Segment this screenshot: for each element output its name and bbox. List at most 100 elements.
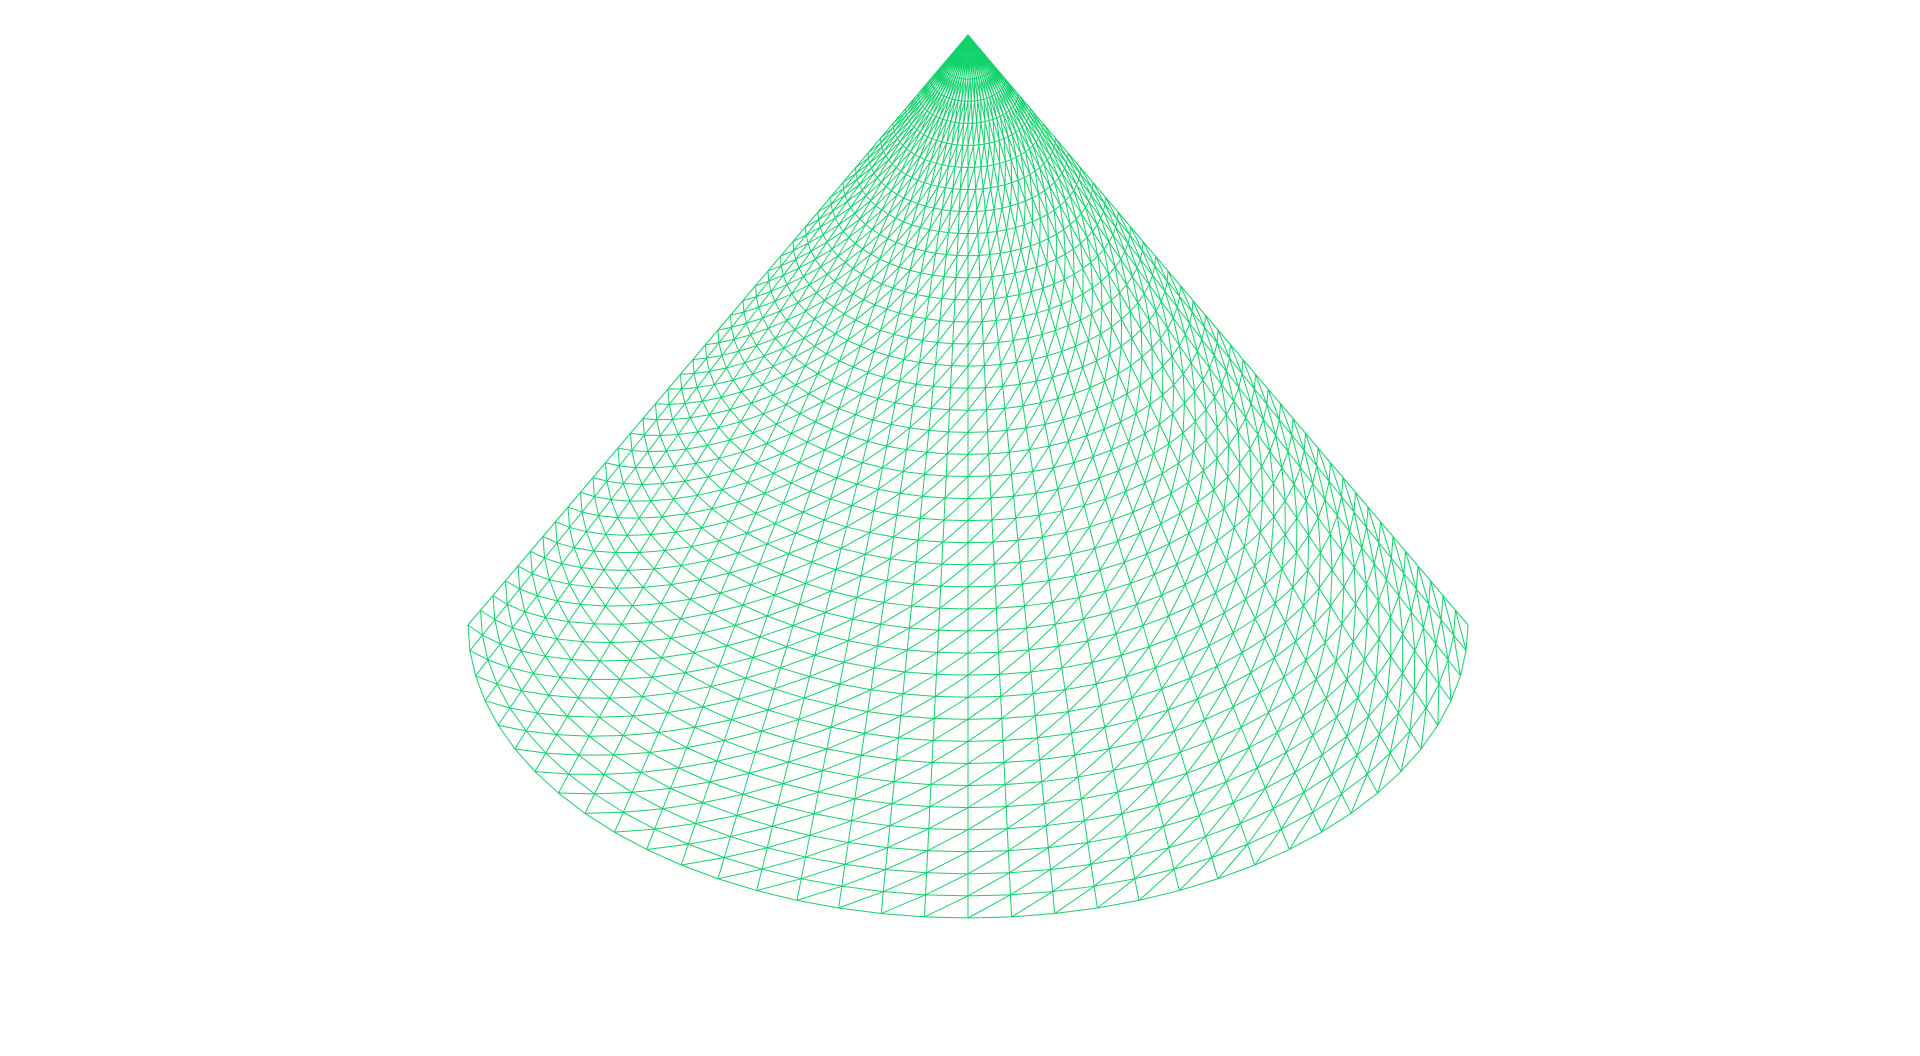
mesh-edge (806, 421, 816, 443)
mesh-edge (1000, 364, 1004, 387)
mesh-edge (1356, 754, 1368, 775)
mesh-edge (1038, 138, 1051, 157)
mesh-edge (983, 187, 991, 190)
mesh-edge (935, 232, 949, 254)
mesh-edge (1315, 642, 1326, 680)
mesh-edge (1005, 781, 1043, 808)
mesh-edge (1125, 482, 1145, 492)
mesh-edge (661, 516, 677, 533)
mesh-edge (670, 565, 682, 585)
mesh-edge (1256, 767, 1266, 789)
mesh-edge (873, 649, 908, 669)
mesh-edge (1216, 666, 1226, 687)
mesh-edge (730, 698, 740, 720)
mesh-edge (1203, 440, 1207, 471)
mesh-edge (1096, 353, 1110, 362)
mesh-edge (1011, 449, 1030, 475)
mesh-edge (1197, 665, 1218, 700)
mesh-edge (847, 339, 861, 347)
mesh-edge (1224, 672, 1252, 688)
mesh-edge (980, 99, 986, 122)
mesh-edge (1146, 553, 1155, 575)
mesh-edge (906, 429, 930, 451)
mesh-edge (1264, 622, 1286, 639)
mesh-edge (838, 393, 863, 409)
mesh-edge (593, 550, 605, 571)
mesh-edge (773, 384, 796, 396)
mesh-edge (974, 144, 980, 168)
mesh-edge (1378, 712, 1399, 736)
mesh-edge (1099, 569, 1106, 592)
mesh-edge (838, 891, 884, 909)
mesh-edge (893, 114, 907, 132)
mesh-edge (1211, 823, 1241, 858)
mesh-edge (1026, 121, 1037, 143)
mesh-edge (1031, 197, 1041, 219)
mesh-edge (824, 287, 844, 301)
mesh-edge (788, 532, 797, 554)
mesh-edge (850, 207, 856, 214)
mesh-edge (950, 99, 956, 122)
mesh-edge (1305, 501, 1310, 536)
mesh-edge (916, 272, 922, 295)
mesh-edge (935, 142, 948, 164)
mesh-edge (1159, 413, 1174, 425)
mesh-edge (999, 161, 1006, 164)
mesh-edge (726, 362, 745, 369)
mesh-edge (1068, 705, 1101, 713)
mesh-edge (967, 519, 992, 522)
mesh-edge (946, 431, 949, 454)
mesh-edge (697, 414, 710, 433)
mesh-edge (591, 586, 606, 607)
mesh-edge (1047, 350, 1062, 357)
mesh-edge (791, 482, 811, 492)
mesh-edge (872, 419, 892, 425)
mesh-edge (1153, 543, 1170, 575)
mesh-edge (867, 137, 881, 154)
mesh-edge (1281, 467, 1286, 501)
mesh-edge (900, 151, 911, 172)
mesh-edge (1061, 505, 1085, 512)
mesh-edge (487, 643, 501, 661)
mesh-edge (954, 166, 962, 168)
mesh-edge (1218, 727, 1242, 762)
mesh-edge (854, 200, 871, 214)
mesh-edge (1152, 265, 1156, 276)
mesh-edge (1166, 280, 1181, 297)
mesh-edge (1096, 360, 1106, 382)
mesh-edge (932, 762, 969, 764)
mesh-edge (1080, 237, 1088, 244)
mesh-edge (1250, 403, 1259, 435)
mesh-edge (793, 719, 800, 741)
mesh-edge (886, 424, 892, 447)
mesh-edge (751, 394, 774, 404)
mesh-edge (759, 615, 768, 637)
mesh-edge (1398, 595, 1404, 635)
mesh-edge (653, 568, 672, 585)
mesh-edge (1075, 213, 1082, 220)
mesh-edge (831, 237, 850, 250)
mesh-edge (967, 431, 988, 433)
mesh-edge (911, 205, 927, 226)
mesh-edge (1130, 302, 1139, 312)
mesh-edge (777, 791, 819, 806)
mesh-edge (1146, 523, 1162, 554)
mesh-edge (841, 869, 886, 887)
mesh-edge (729, 402, 752, 411)
mesh-edge (630, 657, 662, 661)
mesh-edge (1064, 662, 1093, 691)
mesh-edge (939, 320, 954, 323)
mesh-edge (1160, 328, 1169, 339)
mesh-edge (686, 727, 696, 748)
mesh-edge (925, 872, 928, 895)
mesh-edge (1264, 550, 1272, 585)
mesh-edge (1341, 496, 1351, 532)
mesh-edge (1079, 173, 1093, 190)
mesh-edge (904, 270, 911, 292)
mesh-edge (1074, 726, 1106, 756)
mesh-edge (1013, 492, 1037, 497)
mesh-edge (1112, 770, 1119, 793)
mesh-edge (898, 294, 918, 314)
